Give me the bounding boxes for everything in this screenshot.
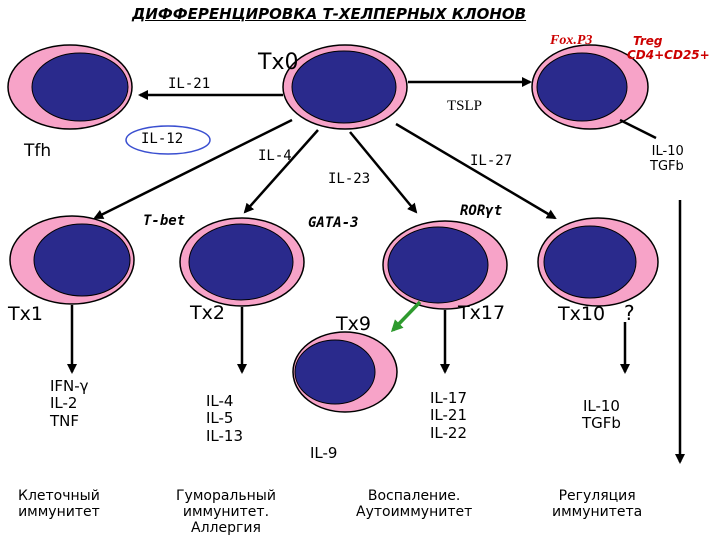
- cell-th9: [292, 331, 398, 413]
- label-treg: Treg CD4+CD25+: [627, 34, 710, 62]
- arrow-th0-to-th2: [243, 129, 319, 214]
- label-il10-tgfb-top: IL-10 TGFb: [650, 144, 684, 174]
- label-gata3: GATA-3: [308, 215, 359, 231]
- label-th10: Тх10: [558, 303, 606, 325]
- arrow-th0-to-th1: [93, 118, 293, 220]
- cytokines-th9: IL-9: [310, 444, 338, 462]
- function-th17: Воспаление. Аутоиммунитет: [356, 488, 473, 521]
- page-title: ДИФФЕРЕНЦИРОВКА Т-ХЕЛПЕРНЫХ КЛОНОВ: [132, 5, 527, 23]
- cytokines-th1: IFN-γ IL-2 TNF: [50, 377, 89, 430]
- label-il21: IL-21: [168, 76, 211, 92]
- label-il12: IL-12: [141, 131, 184, 147]
- arrow-il9-green: [390, 300, 422, 333]
- function-th1: Клеточный иммунитет: [18, 488, 100, 521]
- cytokines-th10: IL-10 TGFb: [582, 397, 621, 433]
- cell-th2: [179, 217, 305, 307]
- cell-th0: [282, 44, 408, 130]
- cytokines-th17: IL-17 IL-21 IL-22: [430, 389, 468, 442]
- il12-highlight-oval: [125, 125, 211, 155]
- label-il4: IL-4: [258, 148, 292, 164]
- cell-th10: [537, 217, 659, 307]
- label-il23: IL-23: [328, 171, 371, 187]
- cell-th1: [9, 215, 135, 305]
- cell-th17: [382, 220, 508, 310]
- label-th0: Тх0: [258, 50, 299, 75]
- label-th17: Тх17: [458, 302, 506, 324]
- label-il27: IL-27: [470, 153, 513, 169]
- label-tbet: T-bet: [143, 213, 186, 229]
- cell-treg: [531, 44, 649, 130]
- label-rorgt: RORγt: [460, 203, 503, 219]
- label-foxp3: Fox.P3: [550, 33, 593, 48]
- function-th2: Гуморальный иммунитет. Аллергия: [176, 488, 276, 537]
- label-th9: Тх9: [336, 313, 371, 335]
- label-tfh: Tfh: [24, 141, 52, 161]
- label-th1: Тх1: [8, 303, 43, 325]
- arrow-treg-il10-pointer: [619, 118, 657, 140]
- arrow-th0-to-th9: [349, 131, 418, 214]
- arrow-th0-to-th17: [395, 122, 557, 220]
- label-th10-question: ?: [624, 301, 635, 325]
- cytokines-th2: IL-4 IL-5 IL-13: [206, 392, 244, 445]
- label-th2: Тх2: [190, 302, 225, 324]
- function-th10: Регуляция иммунитета: [552, 488, 643, 521]
- label-tslp: TSLP: [447, 98, 483, 114]
- cell-tfh: [7, 44, 133, 130]
